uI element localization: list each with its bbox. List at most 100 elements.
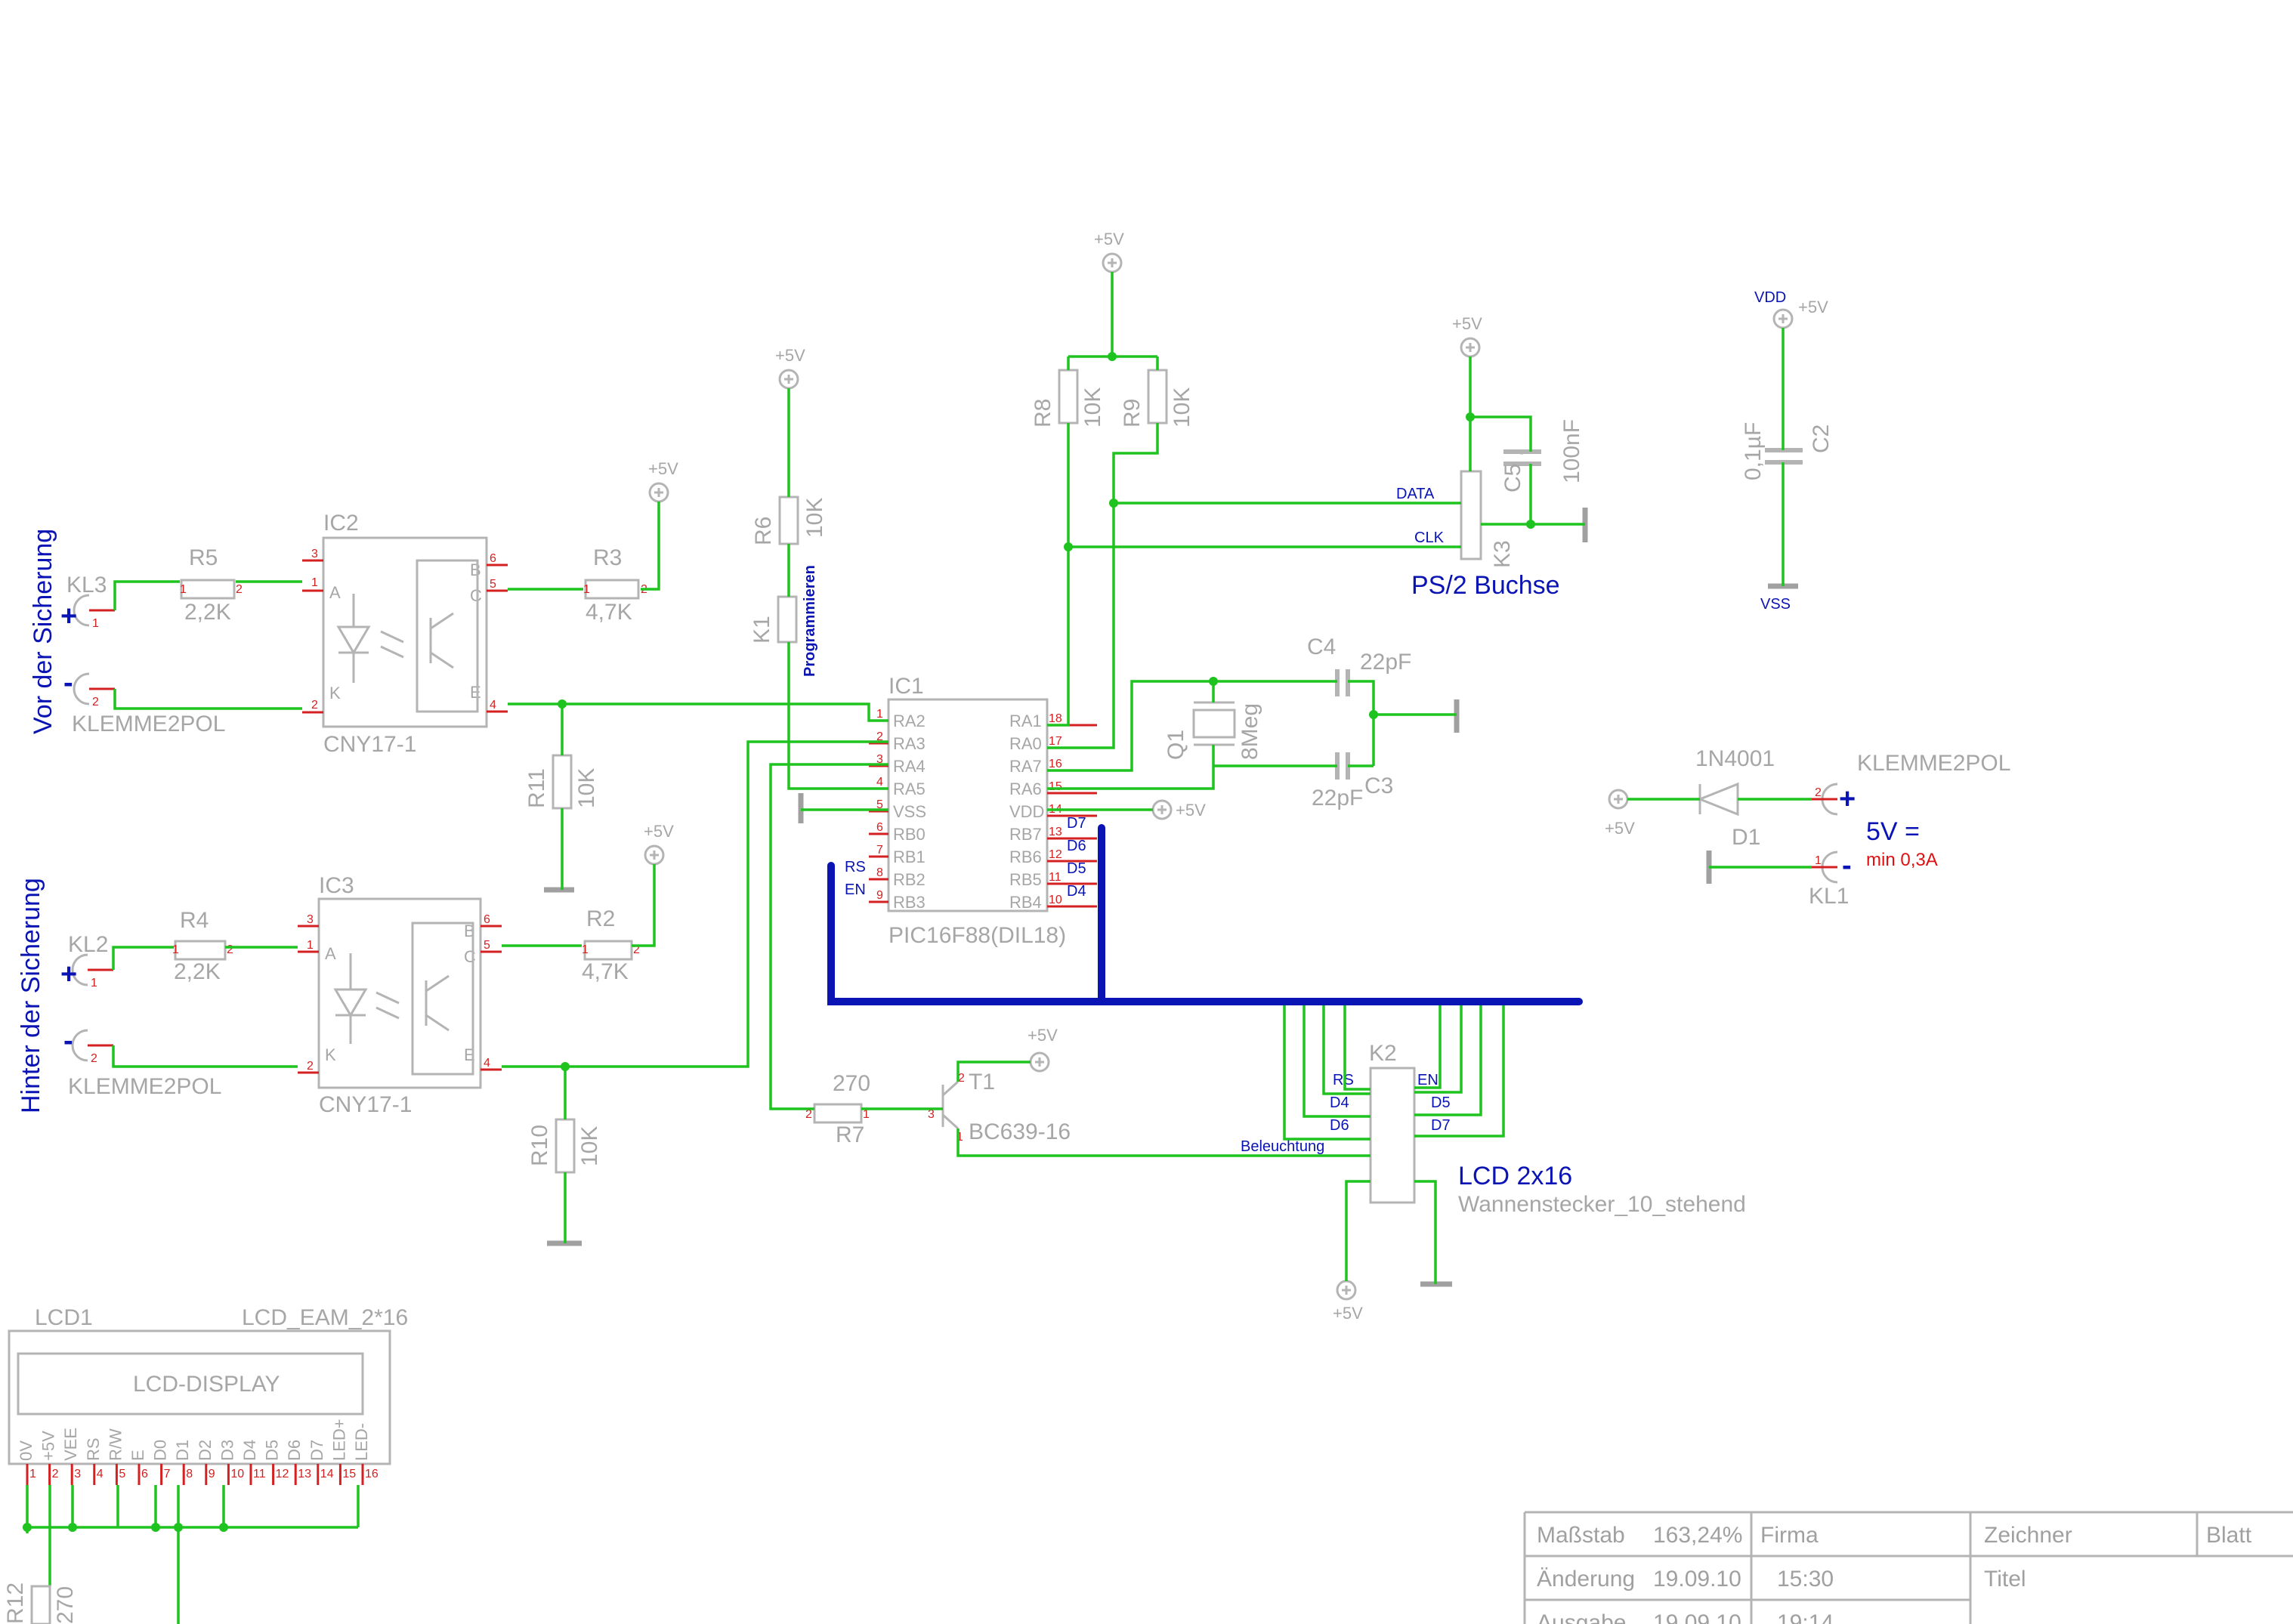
junctions	[23, 352, 1535, 1532]
svg-text:Maßstab: Maßstab	[1537, 1523, 1625, 1548]
lcd-pin-name: LED+	[329, 1419, 348, 1461]
svg-text:2,2K: 2,2K	[174, 959, 221, 984]
lcd-pin-name: D1	[173, 1440, 192, 1461]
svg-text:19.09.10: 19.09.10	[1653, 1610, 1741, 1624]
kl2-side-label: Hinter der Sicherung	[17, 878, 45, 1113]
mcu-pin-number: 9	[876, 889, 883, 902]
mcu-pin-number: 7	[876, 844, 883, 857]
svg-text:10K: 10K	[574, 768, 599, 808]
svg-text:2: 2	[307, 1060, 314, 1073]
supply-note-sub: min 0,3A	[1866, 850, 1938, 870]
optocoupler-ic2: IC2 CNY17-1 A K B C E 1 2 3 4 5 6	[302, 511, 508, 757]
lcd-display-label: LCD-DISPLAY	[133, 1372, 280, 1397]
svg-text:1: 1	[91, 977, 97, 990]
svg-text:D1: D1	[1732, 825, 1760, 850]
mcu-pin-number: 5	[876, 798, 883, 811]
svg-text:0,1µF: 0,1µF	[1741, 422, 1766, 480]
transistor-t1: T1 BC639-16 231	[928, 1070, 1071, 1144]
lcd-pin-number: 4	[97, 1468, 104, 1480]
mcu-pin-name: RB2	[893, 870, 926, 889]
svg-text:1: 1	[307, 939, 314, 952]
svg-text:2: 2	[227, 943, 233, 956]
svg-text:VDD: VDD	[1754, 289, 1786, 306]
svg-text:5: 5	[490, 578, 496, 591]
lcd-module-pins: 10V2+5V3VEE4RS5R/W6E7D08D19D210D311D412D…	[17, 1419, 379, 1485]
vcc-symbol-r3: +5V	[648, 459, 678, 503]
svg-text:IC1: IC1	[888, 674, 924, 699]
bus-label-d5: D5	[1067, 860, 1086, 877]
lcd-pin-name: D2	[196, 1440, 215, 1461]
svg-text:+5V: +5V	[644, 822, 674, 841]
svg-text:+: +	[1839, 783, 1856, 815]
capacitor-c4: C4 22pF	[1307, 634, 1411, 696]
svg-text:2: 2	[91, 1052, 97, 1065]
svg-text:CNY17-1: CNY17-1	[319, 1092, 412, 1117]
lcd-pin-number: 11	[253, 1468, 266, 1480]
svg-text:270: 270	[833, 1071, 870, 1096]
mcu-pin-name: RA5	[893, 780, 926, 798]
svg-text:1: 1	[863, 1108, 870, 1121]
mcu-pin-number: 17	[1049, 735, 1062, 748]
vcc-symbol-t1: +5V	[1028, 1026, 1058, 1073]
svg-text:R11: R11	[524, 768, 549, 808]
terminal-kl3: 1 2 + - KL3 KLEMME2POL Vor der Sicherung	[29, 529, 225, 736]
lcd-pin-number: 6	[141, 1468, 148, 1480]
svg-text:22pF: 22pF	[1360, 650, 1411, 675]
svg-text:+: +	[60, 959, 77, 990]
svg-text:R12: R12	[3, 1582, 28, 1624]
lcd-pin-name: D4	[240, 1440, 259, 1461]
mcu-pin-name: RA1	[1009, 712, 1042, 730]
svg-text:2: 2	[1815, 786, 1822, 799]
svg-text:-: -	[63, 1025, 73, 1057]
mcu-pin-number: 2	[876, 730, 883, 743]
svg-text:KLEMME2POL: KLEMME2POL	[68, 1074, 221, 1099]
mcu-pin-name: RB5	[1009, 870, 1042, 889]
lcd-pin-number: 16	[365, 1468, 379, 1480]
svg-text:10K: 10K	[1170, 387, 1194, 428]
resistor-r11: R11 10K	[524, 754, 599, 810]
vdd-symbol: VDD +5V	[1754, 289, 1828, 329]
mcu-pin-name: RB1	[893, 848, 926, 866]
svg-text:Änderung: Änderung	[1537, 1567, 1635, 1592]
svg-text:10K: 10K	[1080, 387, 1105, 428]
mcu-pin-name: RB6	[1009, 848, 1042, 866]
svg-text:R8: R8	[1031, 399, 1055, 428]
jumper-k1: K1 Programmieren	[749, 565, 818, 677]
svg-text:Wannenstecker_10_stehend: Wannenstecker_10_stehend	[1458, 1192, 1746, 1217]
mcu-pin-name: RA3	[893, 734, 926, 753]
bus-label-d6: D6	[1067, 838, 1086, 854]
svg-text:R6: R6	[751, 517, 776, 545]
lcd-pin-name: E	[128, 1450, 147, 1461]
mcu-pin-number: 15	[1049, 780, 1062, 793]
lcd-pin-number: 12	[276, 1468, 289, 1480]
svg-text:2: 2	[633, 943, 640, 956]
svg-text:Titel: Titel	[1984, 1567, 2026, 1592]
lcd-bus	[827, 824, 1583, 1005]
lcd-pin-number: 8	[186, 1468, 193, 1480]
svg-text:Blatt: Blatt	[2206, 1523, 2252, 1548]
mcu-pin-name: VDD	[1009, 802, 1044, 821]
svg-text:EN: EN	[1417, 1072, 1439, 1088]
vcc-symbol-d1: +5V	[1605, 789, 1635, 838]
svg-text:3: 3	[928, 1108, 935, 1121]
svg-text:KL1: KL1	[1809, 884, 1849, 909]
svg-text:K: K	[325, 1045, 336, 1064]
lcd-pin-number: 14	[320, 1468, 334, 1480]
ic2-ref: IC2	[323, 511, 359, 536]
mcu-pin-number: 10	[1049, 894, 1062, 906]
vss-label: VSS	[1760, 596, 1791, 613]
svg-text:D4: D4	[1330, 1095, 1349, 1111]
svg-text:E: E	[470, 683, 481, 702]
svg-text:3: 3	[311, 548, 318, 560]
lcd-pin-number: 10	[230, 1468, 244, 1480]
svg-text:Q1: Q1	[1163, 730, 1188, 760]
svg-text:1: 1	[180, 583, 187, 596]
lcd-pin-name: D5	[263, 1440, 282, 1461]
capacitor-c5: C5 100nF	[1500, 419, 1584, 492]
svg-text:22pF: 22pF	[1312, 786, 1363, 810]
svg-text:D7: D7	[1431, 1117, 1451, 1134]
lcd-pin-name: +5V	[39, 1431, 58, 1461]
bus-label-en: EN	[845, 881, 866, 898]
